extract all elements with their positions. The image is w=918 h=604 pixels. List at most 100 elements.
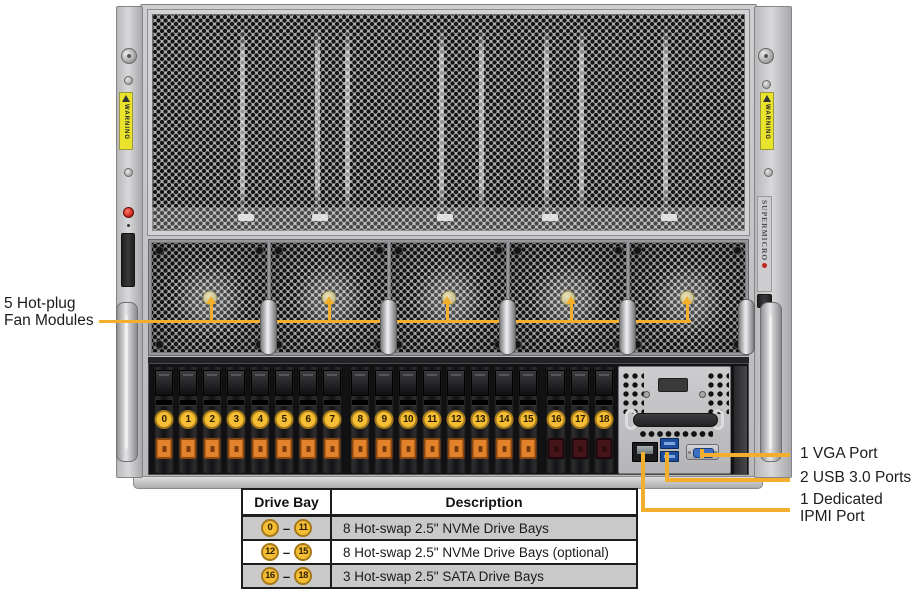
screw-icon: [733, 246, 743, 255]
drive-bay: 9: [373, 367, 395, 473]
drive-bay-latch: [399, 438, 417, 459]
usb-port-bottom: [660, 451, 679, 462]
drive-tray-slot: [400, 400, 416, 406]
fan-module: [151, 242, 278, 355]
fan-leader-tick: [570, 303, 573, 320]
drive-bay-latch: [571, 438, 589, 459]
drive-bay-latch: [275, 438, 293, 459]
drive-tray-slot: [276, 400, 292, 406]
drive-tray-slot: [376, 400, 392, 406]
drive-tray-handle: [399, 370, 417, 396]
drive-tray-handle: [375, 370, 393, 396]
ipmi-leader-line: [641, 508, 790, 512]
drive-tray-handle: [471, 370, 489, 396]
drive-bay: 6: [297, 367, 319, 473]
grille-rail-highlight: [479, 26, 484, 215]
grille-rail-highlight: [345, 26, 350, 215]
bay-range-start-badge: 16: [260, 567, 279, 585]
drive-tray-handle: [447, 370, 465, 396]
warning-label-right: WARNING: [760, 92, 774, 150]
drive-tray-handle: [547, 370, 565, 396]
ipmi-port: [632, 442, 658, 462]
drive-tray-slot: [548, 400, 564, 406]
drive-bay-number-badge: 0: [154, 410, 174, 429]
bay-range-end-badge: 11: [294, 519, 313, 537]
fan-leader-tick: [328, 303, 331, 320]
usb-port-top: [660, 438, 679, 449]
drive-bay: 11: [421, 367, 443, 473]
left-chassis-handle: [116, 302, 138, 462]
table-row: 0 – 11 8 Hot-swap 2.5" NVMe Drive Bays: [243, 515, 636, 539]
warning-triangle-icon: [122, 95, 130, 102]
grille-rail-highlight: [240, 26, 245, 215]
drive-tray-slot: [252, 400, 268, 406]
drive-bay-number-badge: 6: [298, 410, 318, 429]
drive-bay-number-badge: 10: [398, 410, 418, 429]
drive-bay: 4: [249, 367, 271, 473]
usb-leader-line: [665, 452, 669, 482]
drive-tray-slot: [572, 400, 588, 406]
drive-bay-latch: [423, 438, 441, 459]
front-grille: [148, 10, 749, 235]
range-dash: –: [282, 544, 291, 560]
fan-handle: [260, 299, 278, 355]
vent-holes-icon: [707, 372, 729, 414]
drive-bay-number-badge: 11: [422, 410, 442, 429]
drive-bay: 2: [201, 367, 223, 473]
grille-bright-spot: [542, 214, 558, 221]
grille-rail-highlight: [663, 26, 668, 215]
vga-leader-line: [700, 453, 790, 457]
drive-tray-handle: [179, 370, 197, 396]
brand-badge: SUPERMICRO: [757, 196, 772, 292]
drive-bay: 5: [273, 367, 295, 473]
screw-icon: [155, 340, 164, 349]
screw-icon: [274, 246, 284, 255]
drive-bay-number-badge: 5: [274, 410, 294, 429]
drive-tray-handle: [299, 370, 317, 396]
fan-leader-arrow-icon: [682, 296, 692, 304]
thumbscrew-icon: [758, 48, 774, 64]
drive-tray-handle: [203, 370, 221, 396]
drive-tray-slot: [596, 400, 612, 406]
drive-bay: 12: [445, 367, 467, 473]
drive-tray-handle: [571, 370, 589, 396]
fan-annotation-line2: Fan Modules: [4, 312, 94, 329]
drive-bay-number-badge: 4: [250, 410, 270, 429]
screw-icon: [699, 391, 706, 398]
drive-tray-handle: [155, 370, 173, 396]
drive-bay-latch: [251, 438, 269, 459]
control-panel-strip: [121, 233, 135, 287]
drive-tray-slot: [472, 400, 488, 406]
drive-bay: 8: [349, 367, 371, 473]
table-row: 16 – 18 3 Hot-swap 2.5" SATA Drive Bays: [243, 563, 636, 587]
drive-bay-latch: [471, 438, 489, 459]
fan-leader-arrow-icon: [442, 296, 452, 304]
drive-bay-latch: [299, 438, 317, 459]
warning-label-left: WARNING: [119, 92, 133, 150]
drive-tray-handle: [251, 370, 269, 396]
drive-bay-latch: [203, 438, 221, 459]
drive-bay-latch: [351, 438, 369, 459]
ipmi-annotation: 1 Dedicated IPMI Port: [800, 491, 883, 525]
brand-text: SUPERMICRO: [760, 200, 769, 262]
fan-leader-tick: [686, 303, 689, 320]
drive-bay-latch: [595, 438, 613, 459]
screw-icon: [764, 168, 773, 177]
bay-range-start-badge: 0: [260, 519, 279, 537]
fan-leader-arrow-icon: [206, 296, 216, 304]
warning-triangle-icon: [763, 95, 771, 102]
bay-range-end-badge: 18: [294, 567, 313, 585]
fan-handle: [738, 299, 756, 355]
fan-annotation: 5 Hot-plug Fan Modules: [4, 295, 94, 329]
vga-screw-icon: [714, 451, 717, 454]
drive-tray-slot: [204, 400, 220, 406]
drive-tray-slot: [156, 400, 172, 406]
drive-tray-handle: [275, 370, 293, 396]
fan-handle: [618, 299, 636, 355]
range-dash: –: [282, 520, 291, 536]
vga-screw-icon: [688, 451, 691, 454]
drive-tray-slot: [424, 400, 440, 406]
